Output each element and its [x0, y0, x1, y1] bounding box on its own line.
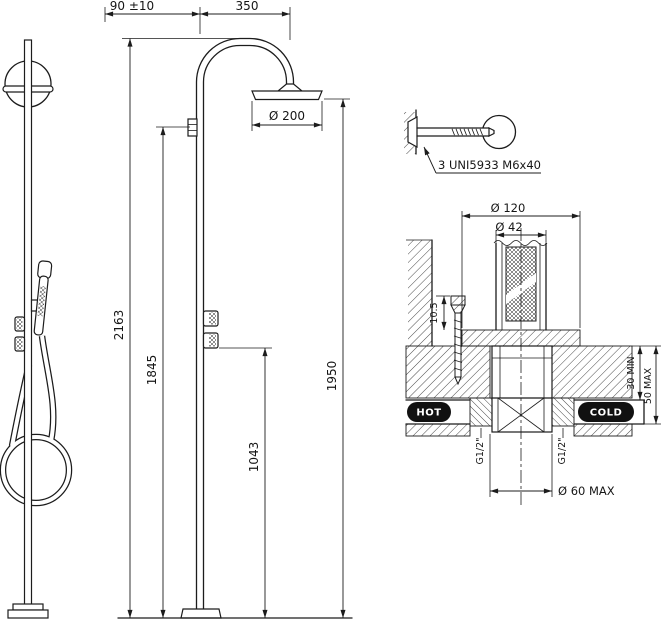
side-view-figure: 90 ±10 350 Ø 200 2163 1845 1043 1950	[104, 0, 353, 619]
cold-label: COLD	[590, 408, 623, 419]
hose-outlet-fitting	[187, 118, 198, 137]
dim-hole-diameter-label: Ø 60 MAX	[558, 484, 615, 498]
dim-escutcheon-diameter-label: Ø 120	[491, 201, 526, 215]
overhead-shower-head	[251, 83, 323, 101]
floor-mounting-detail: HOT COLD 10.5	[405, 201, 661, 508]
dim-hose-outlet-height-label: 1845	[145, 355, 159, 386]
column-section	[493, 240, 548, 331]
wall-anchor-detail: 3 UNI5933 M6x40	[404, 109, 541, 174]
valve-body-section	[491, 345, 553, 433]
shower-hose	[0, 335, 73, 507]
shower-column-front	[23, 39, 33, 606]
floor-section	[405, 345, 633, 437]
dim-mixer-height-label: 1043	[247, 442, 261, 473]
cold-thread-label: G1/2"	[557, 437, 568, 464]
column-base-side	[180, 608, 222, 619]
cold-pipe: COLD	[573, 399, 645, 425]
cold-fitting	[551, 397, 575, 427]
anchor-screw	[407, 115, 495, 149]
shower-column-pipe-inner	[202, 44, 288, 613]
mixer-handles-side	[202, 310, 219, 349]
fixing-screw	[450, 295, 466, 386]
dim-screw-protrusion-label: 10.5	[429, 302, 440, 323]
hot-fitting	[469, 397, 493, 427]
anchor-callout-label: 3 UNI5933 M6x40	[438, 158, 541, 172]
column-base-front	[7, 603, 49, 619]
dim-wall-offset-label: 90 ±10	[110, 0, 154, 13]
mixer-handles-front	[14, 316, 26, 352]
dim-depth-max-label: 50 MAX	[643, 367, 654, 404]
wall-section	[408, 240, 432, 346]
hand-shower	[33, 260, 53, 336]
dim-column-diameter-label: Ø 42	[495, 220, 522, 234]
hot-label: HOT	[416, 408, 441, 419]
dim-total-height-label: 2163	[112, 310, 126, 341]
hot-thread-label: G1/2"	[475, 437, 486, 464]
front-view-figure	[0, 39, 73, 619]
hot-pipe: HOT	[405, 399, 471, 425]
dim-arm-reach-label: 350	[236, 0, 259, 13]
break-line	[493, 240, 548, 246]
dim-head-height-label: 1950	[325, 361, 339, 392]
dim-head-diameter-label: Ø 200	[269, 109, 305, 123]
dim-depth-min-label: 30 MIN	[626, 356, 637, 389]
